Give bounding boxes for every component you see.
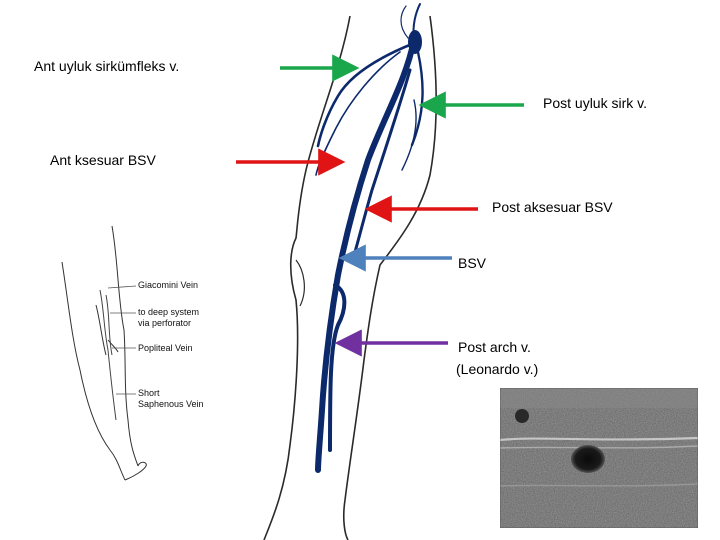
label-post-arch-line1: Post arch v. [458,339,531,355]
small-leg-outline [61,225,147,481]
label-short-line2: Saphenous Vein [138,399,204,409]
label-deep-line2: via perforator [138,318,192,328]
posterior-accessory-vein [350,68,412,264]
ultrasound-image [500,388,698,528]
label-deep-line1: to deep system [138,307,200,317]
leg-outline [263,15,437,540]
arrows [236,54,524,357]
label-short-line1: Short [138,388,160,398]
label-giacomini-vein: Giacomini Vein [138,280,199,290]
anterior-circumflex-vein [316,42,414,148]
label-ant-circumflex: Ant uyluk sirkümfleks v. [34,58,180,74]
veins [315,3,424,473]
label-bsv: BSV [458,255,487,271]
label-post-circumflex: Post uyluk sirk v. [543,95,647,111]
label-post-accessory: Post aksesuar BSV [492,199,613,215]
knee-detail [295,259,305,307]
label-popliteal-vein: Popliteal Vein [138,343,193,353]
label-post-arch-line2: (Leonardo v.) [456,361,539,377]
posterior-circumflex-vein [410,50,424,147]
label-ant-accessory: Ant ksesuar BSV [50,152,156,168]
small-leg-pointer-lines [107,285,137,395]
